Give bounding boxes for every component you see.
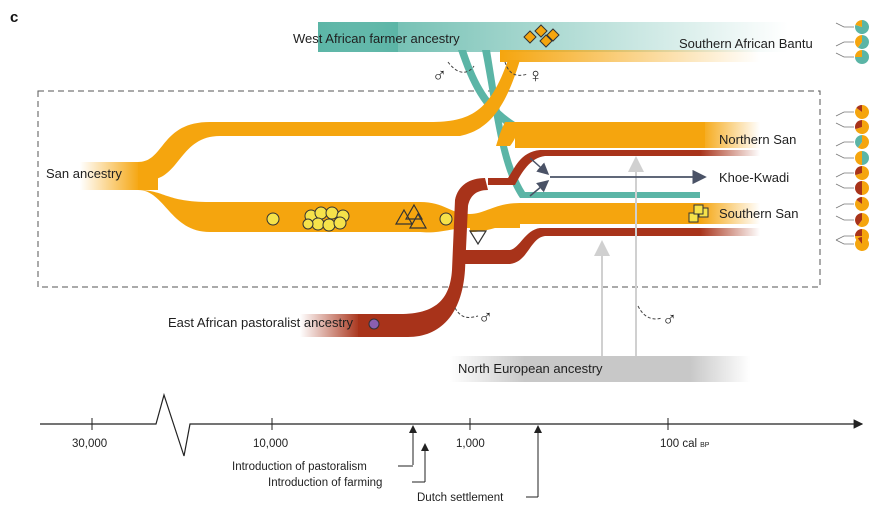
- pie-connector: [835, 172, 854, 178]
- north-european-band: [450, 356, 750, 382]
- pie-connector: [835, 153, 854, 159]
- label-southern-bantu: Southern African Bantu: [679, 36, 813, 51]
- label-east-african: East African pastoralist ancestry: [168, 315, 353, 330]
- pie-slice: [855, 50, 862, 57]
- east-african-flow: [300, 150, 760, 337]
- sample-diamonds: [523, 24, 560, 48]
- sex-marker-male-3: ♂: [637, 305, 677, 331]
- pie-slice: [857, 213, 869, 227]
- sex-marker-female: ♀: [504, 61, 543, 87]
- pie-slice: [855, 20, 862, 27]
- sex-marker-male-1: ♂: [432, 61, 475, 87]
- ancestry-pies: [854, 20, 870, 252]
- tick-10000: 10,000: [253, 438, 288, 450]
- pie-slice: [856, 105, 862, 112]
- sample-circles: [266, 206, 453, 232]
- pie-slice: [855, 35, 862, 48]
- event-dutch: Dutch settlement: [417, 492, 504, 504]
- pie-slice: [855, 166, 869, 181]
- svg-text:♂: ♂: [662, 309, 677, 331]
- pie-slice: [855, 120, 869, 135]
- pie-slice: [857, 35, 869, 49]
- tick-1000: 1,000: [456, 438, 485, 450]
- pie-slice: [857, 237, 862, 244]
- event-farming: Introduction of farming: [268, 477, 382, 489]
- label-san-ancestry: San ancestry: [46, 166, 122, 181]
- pie-slice: [855, 213, 862, 226]
- label-southern-san: Southern San: [719, 206, 799, 221]
- pie-slice: [862, 151, 869, 165]
- pie-connector: [835, 122, 854, 128]
- svg-text:♀: ♀: [528, 65, 543, 87]
- pie-slice: [855, 237, 870, 252]
- pie-connector: [835, 239, 854, 245]
- pie-slice: [854, 20, 869, 35]
- sample-squares: [688, 204, 709, 223]
- label-khoe-kwadi: Khoe-Kwadi: [719, 170, 789, 185]
- khoe-kwadi-arrows: [529, 157, 707, 197]
- pie-connector: [835, 215, 854, 221]
- pie-slice: [854, 120, 862, 130]
- pie-connector: [835, 141, 854, 147]
- pie-connector: [835, 52, 854, 58]
- pie-connector: [835, 183, 854, 189]
- pie-connector: [835, 22, 854, 28]
- bantu-orange-band: [500, 50, 760, 62]
- sample-triangles: [394, 203, 488, 246]
- svg-text:♂: ♂: [432, 65, 447, 87]
- pie-slice: [856, 197, 862, 204]
- pie-slice: [855, 135, 862, 148]
- east-african-sample: [368, 318, 380, 330]
- pie-connector: [835, 235, 854, 241]
- pie-slice: [855, 229, 862, 236]
- san-flow: [80, 60, 760, 233]
- pie-slice: [855, 166, 862, 176]
- pie-connector: [835, 111, 854, 117]
- label-west-african: West African farmer ancestry: [293, 31, 460, 46]
- tick-30000: 30,000: [72, 438, 107, 450]
- pie-slice: [855, 181, 862, 195]
- pie-connector-lines: [835, 22, 854, 245]
- label-north-european: North European ancestry: [458, 361, 603, 376]
- pie-slice: [862, 181, 869, 195]
- region-box: [37, 90, 821, 288]
- panel-letter: c: [10, 9, 18, 26]
- pie-slice: [857, 135, 869, 149]
- pie-connector: [835, 203, 854, 209]
- label-northern-san: Northern San: [719, 132, 796, 147]
- pie-slice: [855, 151, 862, 165]
- svg-text:♂: ♂: [478, 307, 493, 329]
- sex-marker-male-2: ♂: [454, 307, 493, 329]
- pie-connector: [835, 41, 854, 47]
- event-pastoralism: Introduction of pastoralism: [232, 461, 367, 473]
